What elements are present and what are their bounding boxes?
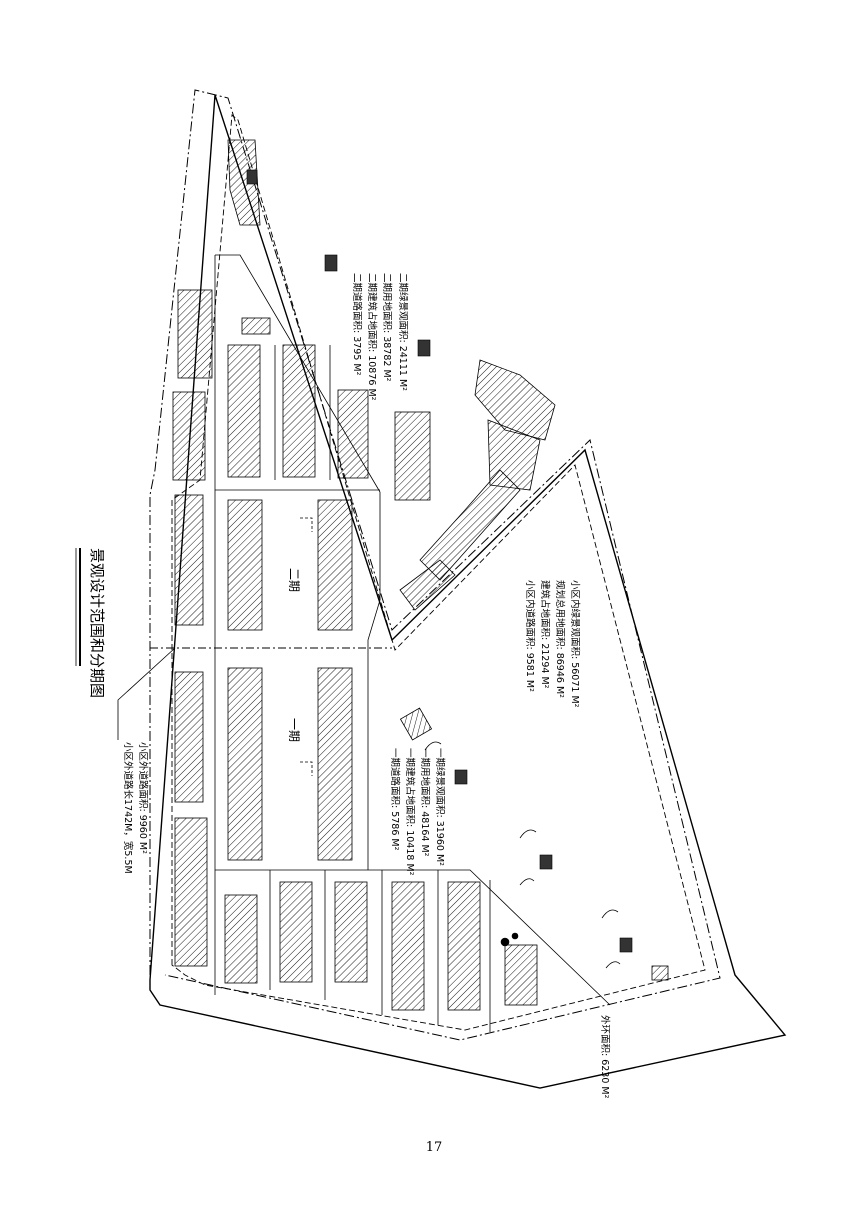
svg-text:二期用地面积: 38782 M²: 二期用地面积: 38782 M² (381, 273, 393, 382)
buildings-phase2 (227, 317, 431, 631)
svg-text:规划总用地面积: 86946 M²: 规划总用地面积: 86946 M² (554, 580, 566, 698)
svg-text:一期绿景观面积: 31960 M²: 一期绿景观面积: 31960 M² (434, 748, 446, 866)
summary-stats: 小区内绿景观面积: 56071 M² 规划总用地面积: 86946 M² 建筑占… (524, 580, 581, 708)
dashed-boundary-inner (171, 114, 706, 1031)
buildings-left (172, 289, 213, 967)
svg-text:小区外道路长1742M，宽5.5M: 小区外道路长1742M，宽5.5M (122, 742, 134, 874)
svg-text:小区外道路面积: 9960 M²: 小区外道路面积: 9960 M² (137, 742, 149, 854)
svg-text:二期道路面积: 3795 M²: 二期道路面积: 3795 M² (351, 273, 363, 376)
svg-text:小区内绿景观面积: 56071 M²: 小区内绿景观面积: 56071 M² (569, 580, 581, 708)
svg-text:二期绿景观面积: 24111 M²: 二期绿景观面积: 24111 M² (397, 273, 409, 391)
phase1-label: 一期 (287, 718, 301, 742)
perimeter-stats: 小区外道路面积: 9960 M² 小区外道路长1742M，宽5.5M (122, 742, 149, 874)
phase2-stats: 二期绿景观面积: 24111 M² 二期用地面积: 38782 M² 二期建筑占… (351, 273, 409, 401)
phase1-stats: 一期绿景观面积: 31960 M² 一期用地面积: 48164 M² 一期建筑占… (389, 748, 446, 876)
landscape-curves (424, 741, 621, 969)
internal-roads (214, 254, 611, 1032)
page-number: 17 (425, 1140, 443, 1155)
small-facilities (246, 169, 633, 953)
svg-text:建筑占地面积: 21294 M²: 建筑占地面积: 21294 M² (539, 580, 551, 689)
buildings-phase1 (224, 667, 669, 1011)
outside-stat: 外环面积: 6230 M² (599, 1015, 611, 1099)
svg-text:二期建筑占地面积: 10876 M²: 二期建筑占地面积: 10876 M² (366, 273, 378, 401)
svg-text:一期道路面积: 5786 M²: 一期道路面积: 5786 M² (389, 748, 401, 851)
phase2-label: 二期 (287, 568, 301, 592)
leader-line (117, 647, 176, 740)
drawing-title: 景观设计范围和分期图 (88, 548, 106, 698)
svg-text:一期用地面积: 48164 M²: 一期用地面积: 48164 M² (419, 748, 431, 857)
svg-text:小区内道路面积: 9581 M²: 小区内道路面积: 9581 M² (524, 580, 536, 692)
buildings-diagonal (227, 139, 556, 611)
svg-text:一期建筑占地面积: 10418 M²: 一期建筑占地面积: 10418 M² (404, 748, 416, 876)
entry-markers (300, 517, 313, 776)
dashed-boundary-outer (149, 89, 721, 1041)
